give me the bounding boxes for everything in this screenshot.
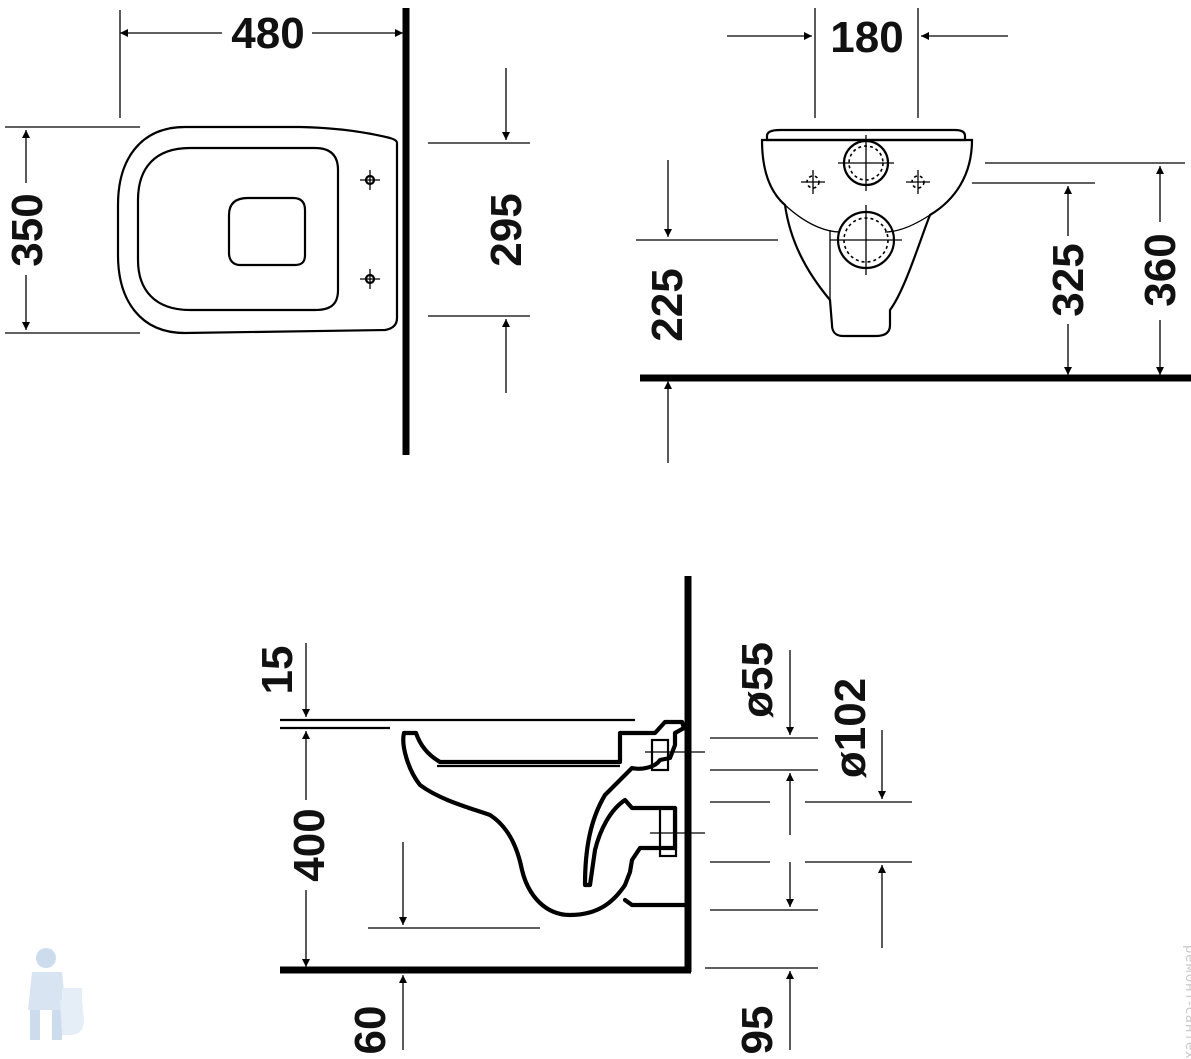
watermark-text: ремонт-сантехники [1182, 945, 1191, 1059]
fixing-hole-icon [360, 170, 380, 190]
outlet-offset-label: 60 [346, 1006, 395, 1055]
bolt-hole-icon [906, 170, 930, 194]
fixing-hole-icon [360, 269, 380, 289]
seat-outline [136, 146, 340, 312]
fixing-spacing-label: 295 [482, 193, 531, 266]
front-view: 180 225 325 360 [636, 8, 1191, 463]
bolt-spacing-label: 180 [830, 13, 903, 62]
fixing-height-label: 225 [643, 268, 692, 341]
outlet-height-label: 95 [733, 1006, 782, 1055]
outlet-fitting-icon [658, 806, 678, 858]
bowl-opening [227, 196, 307, 267]
seat-thickness-label: 15 [253, 646, 302, 695]
front-bowl [760, 138, 974, 338]
depth-dimension-label: 350 [3, 193, 52, 266]
inlet-connection-icon [838, 135, 894, 191]
side-bowl-profile [401, 719, 687, 918]
outlet-connection-icon [830, 205, 902, 275]
bolt-hole-icon [801, 170, 825, 194]
outlet-diameter-label: ø102 [826, 678, 875, 778]
inlet-diameter-label: ø55 [733, 642, 782, 718]
inlet-height-label: 325 [1044, 243, 1093, 316]
width-dimension-label: 480 [231, 9, 304, 58]
rim-height-label: 400 [285, 808, 334, 881]
top-view: 480 350 295 [3, 8, 531, 455]
inlet-fitting-icon [650, 738, 670, 772]
side-view: 15 400 60 ø55 ø102 95 [253, 576, 912, 1054]
bowl-outline [116, 125, 399, 335]
plumber-logo-icon [28, 948, 84, 1040]
total-height-label: 360 [1136, 233, 1185, 306]
